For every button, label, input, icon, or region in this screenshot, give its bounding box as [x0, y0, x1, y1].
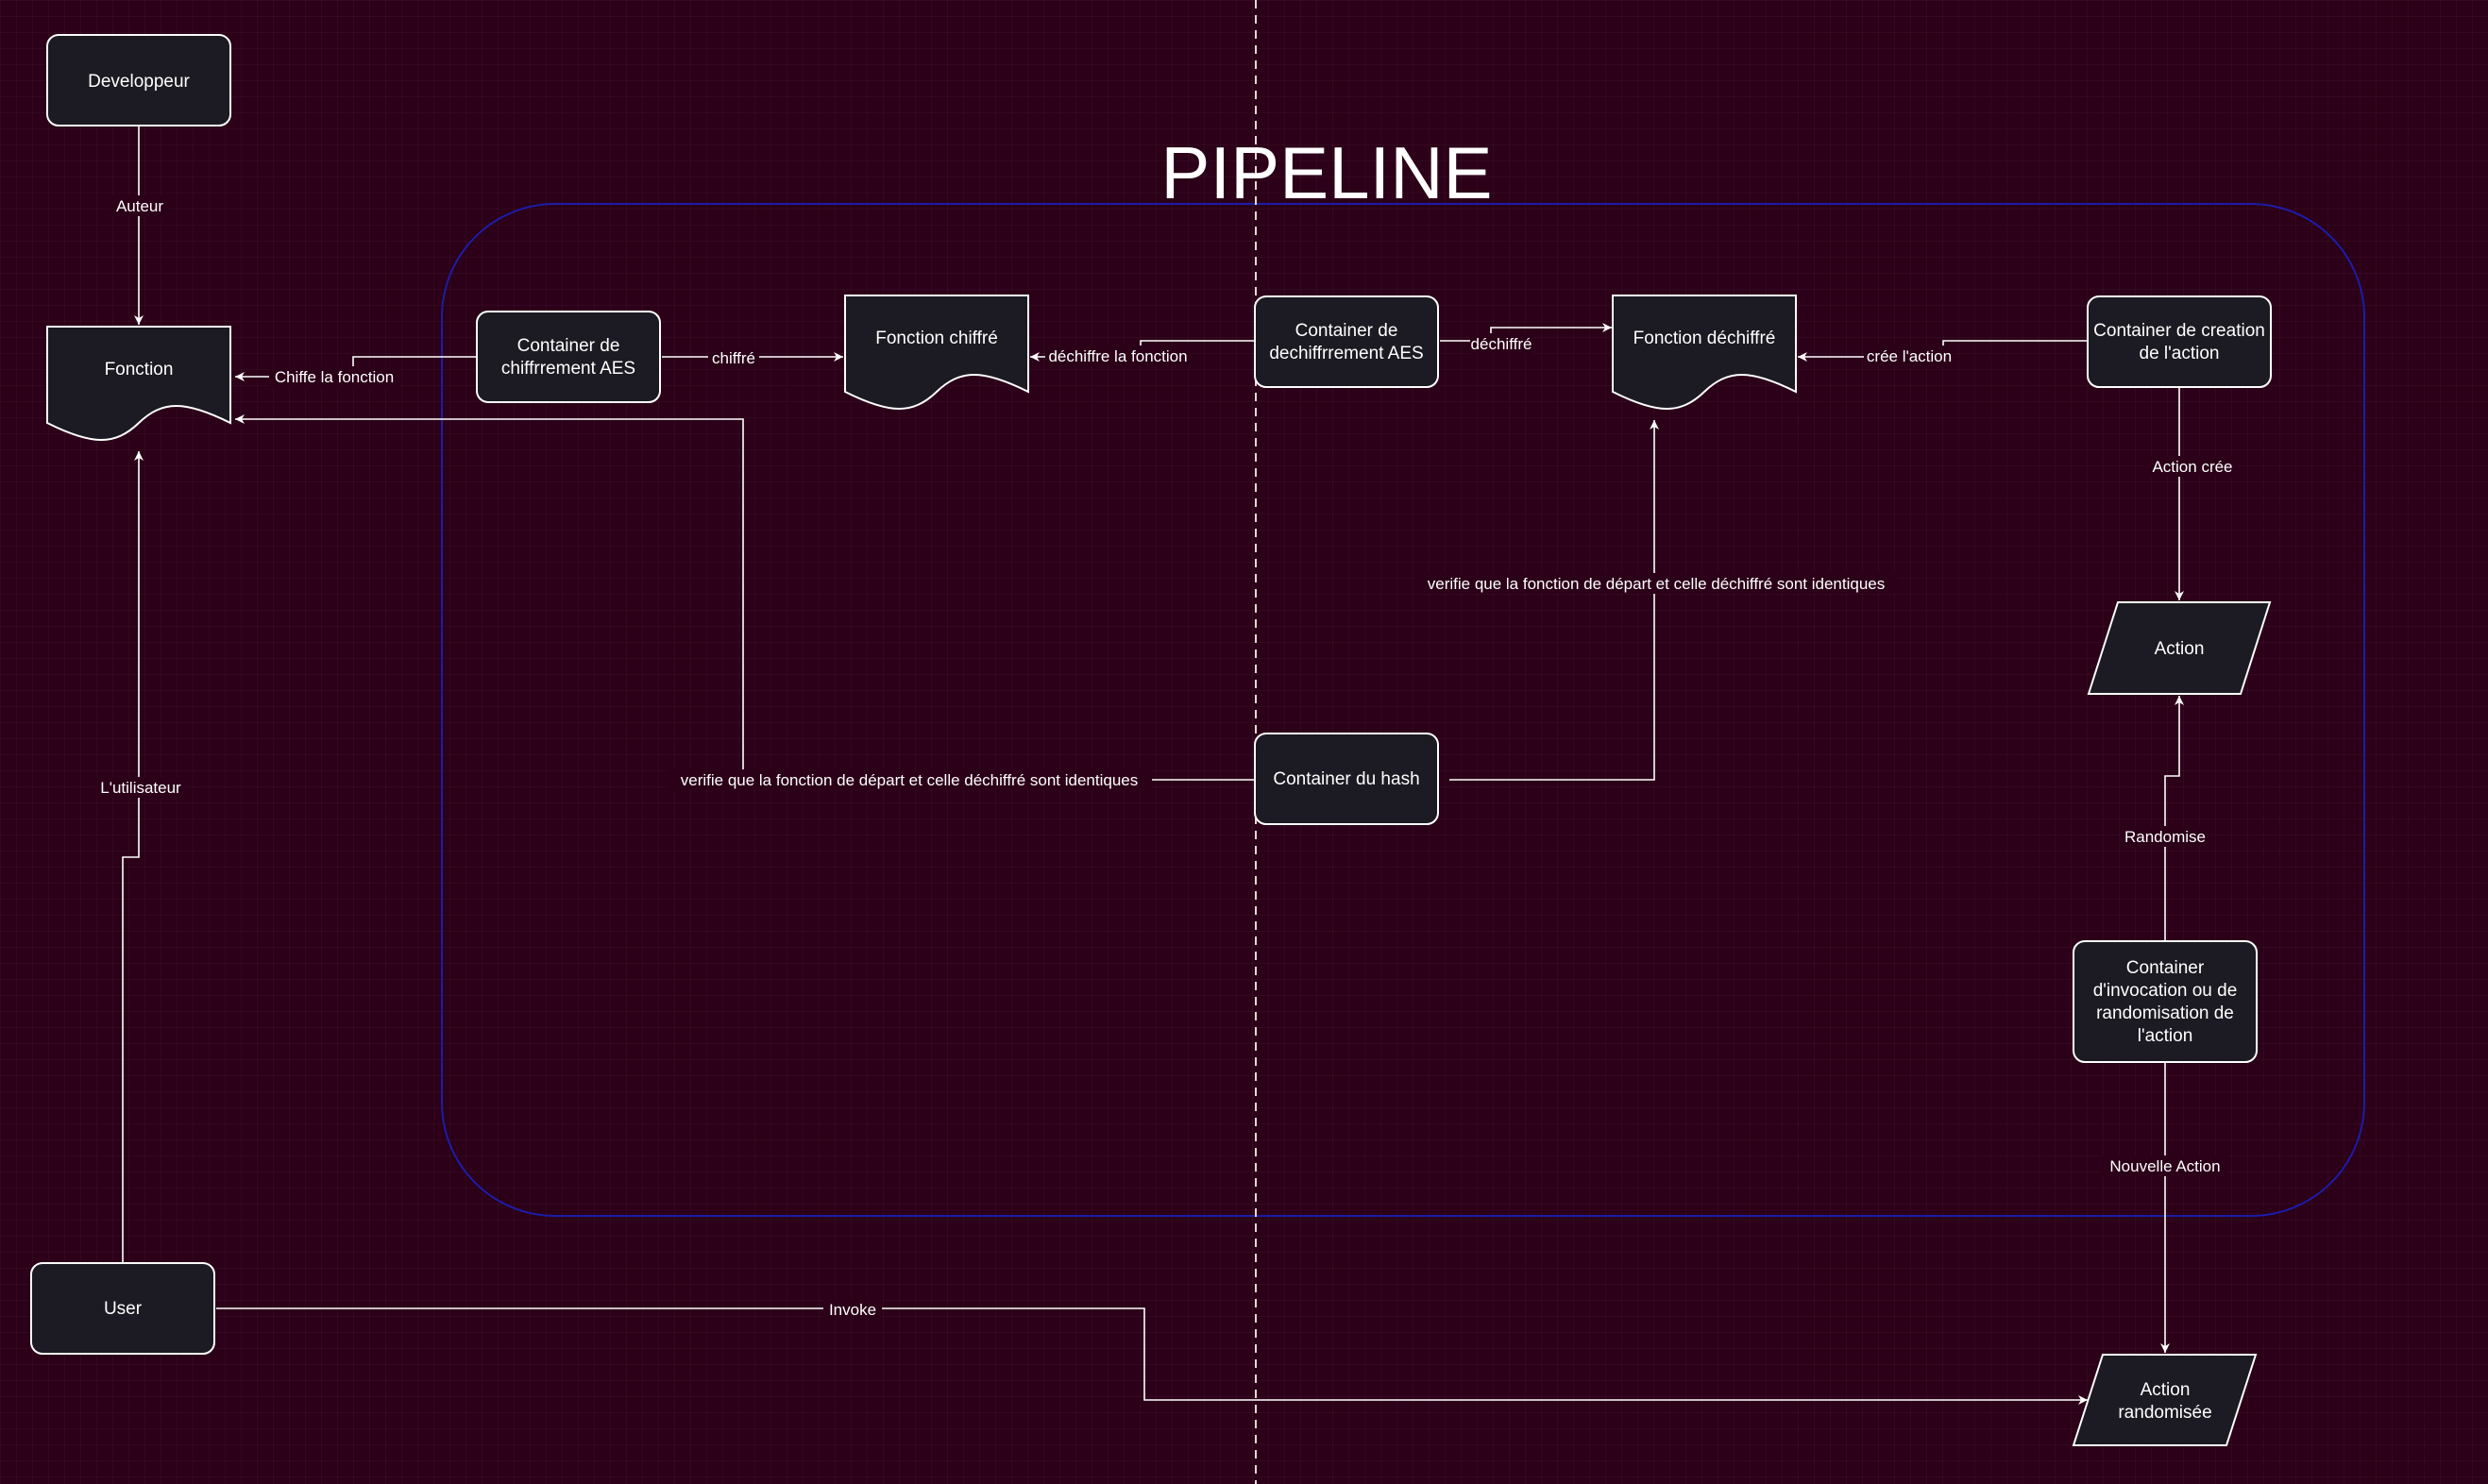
svg-text:crée l'action: crée l'action — [1867, 347, 1952, 365]
edge-label-verifie-left: verifie que la fonction de départ et cel… — [667, 769, 1152, 790]
svg-text:chiffré: chiffré — [712, 349, 755, 367]
node-container-dechiffrement-label-line2: dechiffrrement AES — [1269, 344, 1423, 363]
svg-text:Invoke: Invoke — [829, 1301, 876, 1319]
node-container-hash-label: Container du hash — [1273, 769, 1419, 789]
node-action-randomisee[interactable]: Action randomisée — [2072, 1354, 2258, 1446]
node-container-invocation-label-line2: d'invocation ou de — [2093, 981, 2238, 1001]
svg-text:L'utilisateur: L'utilisateur — [100, 779, 181, 797]
node-container-invocation-label-line4: l'action — [2138, 1026, 2193, 1046]
node-container-creation-label-line1: Container de creation — [2093, 321, 2265, 341]
edge-label-lutilisateur: L'utilisateur — [96, 777, 185, 798]
node-container-dechiffrement[interactable]: Container de dechiffrrement AES — [1254, 295, 1439, 388]
edge-verifie-right — [1449, 420, 1659, 781]
svg-text:Randomise: Randomise — [2124, 828, 2206, 846]
edge-label-chiffre: chiffré — [708, 347, 759, 368]
edge-verifie-left — [235, 414, 1256, 781]
edge-label-randomise: Randomise — [2121, 826, 2209, 847]
svg-text:déchiffre la fonction: déchiffre la fonction — [1048, 347, 1187, 365]
node-container-hash[interactable]: Container du hash — [1254, 733, 1439, 825]
svg-text:déchiffré: déchiffré — [1471, 335, 1532, 353]
node-fonction-dechiffre-label: Fonction déchiffré — [1633, 329, 1776, 348]
edge-label-invoke: Invoke — [823, 1299, 882, 1320]
node-fonction-label: Fonction — [105, 360, 174, 379]
edge-label-auteur: Auteur — [110, 195, 169, 216]
edge-label-chiffe-la-fonction: Chiffe la fonction — [269, 366, 399, 387]
svg-text:Chiffe la fonction: Chiffe la fonction — [275, 368, 394, 386]
node-fonction-dechiffre[interactable]: Fonction déchiffré — [1612, 295, 1797, 410]
node-container-chiffrement-label-line1: Container de — [517, 336, 620, 356]
edge-label-nouvelle-action: Nouvelle Action — [2102, 1155, 2228, 1176]
node-user[interactable]: User — [30, 1262, 215, 1355]
node-container-chiffrement[interactable]: Container de chiffrrement AES — [476, 311, 661, 403]
edge-label-verifie-right: verifie que la fonction de départ et cel… — [1413, 573, 1899, 594]
node-fonction[interactable]: Fonction — [46, 326, 231, 441]
edge-lutilisateur — [122, 451, 144, 1263]
node-fonction-chiffre-label: Fonction chiffré — [875, 329, 998, 348]
node-developpeur-label: Developpeur — [88, 72, 190, 92]
node-action-randomisee-label-line2: randomisée — [2118, 1403, 2211, 1423]
node-user-label: User — [104, 1299, 143, 1319]
svg-text:Nouvelle Action: Nouvelle Action — [2109, 1157, 2220, 1175]
node-container-invocation-label-line3: randomisation de — [2096, 1003, 2234, 1023]
node-action-label: Action — [2155, 639, 2205, 659]
node-container-dechiffrement-label-line1: Container de — [1295, 321, 1398, 341]
node-container-invocation[interactable]: Container d'invocation ou de randomisati… — [2073, 940, 2258, 1063]
svg-text:Action crée: Action crée — [2152, 458, 2232, 476]
node-container-creation[interactable]: Container de creation de l'action — [2087, 295, 2272, 388]
node-container-creation-label-line2: de l'action — [2140, 344, 2220, 363]
node-fonction-chiffre[interactable]: Fonction chiffré — [844, 295, 1029, 410]
edge-randomise — [2164, 696, 2184, 940]
pipeline-title: PIPELINE — [1160, 131, 1492, 214]
svg-text:Auteur: Auteur — [116, 197, 163, 215]
pipeline-group-border — [441, 203, 2365, 1217]
edge-label-action-cree: Action crée — [2147, 456, 2238, 477]
node-action-randomisee-label-line1: Action — [2141, 1380, 2191, 1400]
node-container-invocation-label-line1: Container — [2126, 958, 2205, 978]
node-container-chiffrement-label-line2: chiffrrement AES — [501, 359, 635, 379]
edge-label-cree-laction: crée l'action — [1864, 346, 1955, 366]
svg-text:verifie que la fonction de dép: verifie que la fonction de départ et cel… — [1428, 575, 1886, 593]
edge-label-dechiffre: déchiffré — [1470, 333, 1532, 354]
node-action[interactable]: Action — [2087, 601, 2272, 695]
svg-text:verifie que la fonction de dép: verifie que la fonction de départ et cel… — [681, 771, 1139, 789]
edge-label-dechiffre-la-fonction: déchiffre la fonction — [1045, 346, 1191, 366]
node-developpeur[interactable]: Developpeur — [46, 34, 231, 126]
edge-invoke — [216, 1307, 2088, 1405]
